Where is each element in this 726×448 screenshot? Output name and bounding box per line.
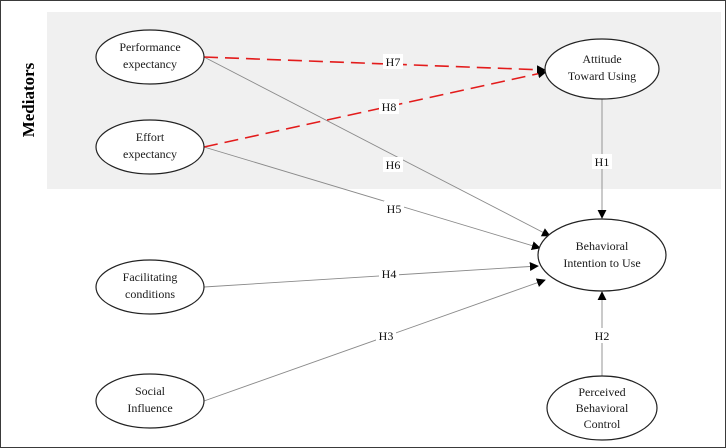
node-label-line: Social bbox=[135, 384, 166, 398]
node-label-line: conditions bbox=[125, 287, 175, 301]
node-label-line: Effort bbox=[136, 130, 165, 144]
node-label-line: Behavioral bbox=[576, 239, 629, 253]
node-performance-expectancy: Performance expectancy bbox=[95, 29, 205, 85]
node-attitude-toward-using: Attitude Toward Using bbox=[544, 38, 660, 100]
edge-label-background bbox=[376, 328, 396, 343]
edge-label-background bbox=[379, 266, 399, 281]
edge-h4 bbox=[203, 262, 539, 288]
node-label-line: Attitude bbox=[582, 52, 621, 66]
edge-label-h3: H3 bbox=[379, 329, 394, 343]
node-label-line: Behavioral bbox=[576, 401, 629, 415]
edge-label-h1: H1 bbox=[595, 155, 610, 169]
edge-label-background bbox=[379, 99, 399, 114]
node-label-line: Performance bbox=[119, 40, 180, 54]
node-effort-expectancy: Effort expectancy bbox=[95, 119, 205, 175]
edge-h3 bbox=[203, 278, 546, 402]
edge-label-background bbox=[592, 328, 612, 343]
node-facilitating-conditions: Facilitating conditions bbox=[95, 259, 205, 315]
edge-label-background bbox=[383, 157, 403, 172]
node-perceived-behavioral-control: Perceived Behavioral Control bbox=[546, 375, 658, 441]
node-label-line: Control bbox=[584, 417, 621, 431]
node-label-line: Perceived bbox=[578, 385, 625, 399]
node-label-line: expectancy bbox=[123, 147, 177, 161]
edge-label-h7: H7 bbox=[386, 55, 401, 69]
node-behavioral-intention: Behavioral Intention to Use bbox=[537, 218, 667, 292]
edge-label-background bbox=[384, 201, 404, 216]
mediators-label: Mediators bbox=[19, 62, 38, 137]
edge-label-background bbox=[383, 54, 403, 69]
node-label-line: Facilitating bbox=[123, 270, 178, 284]
edge-label-h8: H8 bbox=[382, 100, 397, 114]
edge-h5 bbox=[203, 146, 541, 250]
node-label-line: Influence bbox=[127, 401, 172, 415]
edge-h7 bbox=[203, 56, 546, 75]
edge-label-h2: H2 bbox=[595, 329, 610, 343]
edge-label-h6: H6 bbox=[386, 158, 401, 172]
node-label-line: Toward Using bbox=[568, 69, 636, 83]
node-label-line: expectancy bbox=[123, 57, 177, 71]
edge-h6 bbox=[203, 56, 551, 237]
node-social-influence: Social Influence bbox=[95, 373, 205, 429]
edge-h8 bbox=[203, 69, 547, 148]
edge-label-h5: H5 bbox=[387, 202, 402, 216]
node-label-line: Intention to Use bbox=[563, 256, 640, 270]
nodes-layer: Performance expectancy Effort expectancy… bbox=[95, 29, 667, 441]
edge-label-h4: H4 bbox=[382, 267, 397, 281]
edge-label-background bbox=[592, 154, 612, 169]
